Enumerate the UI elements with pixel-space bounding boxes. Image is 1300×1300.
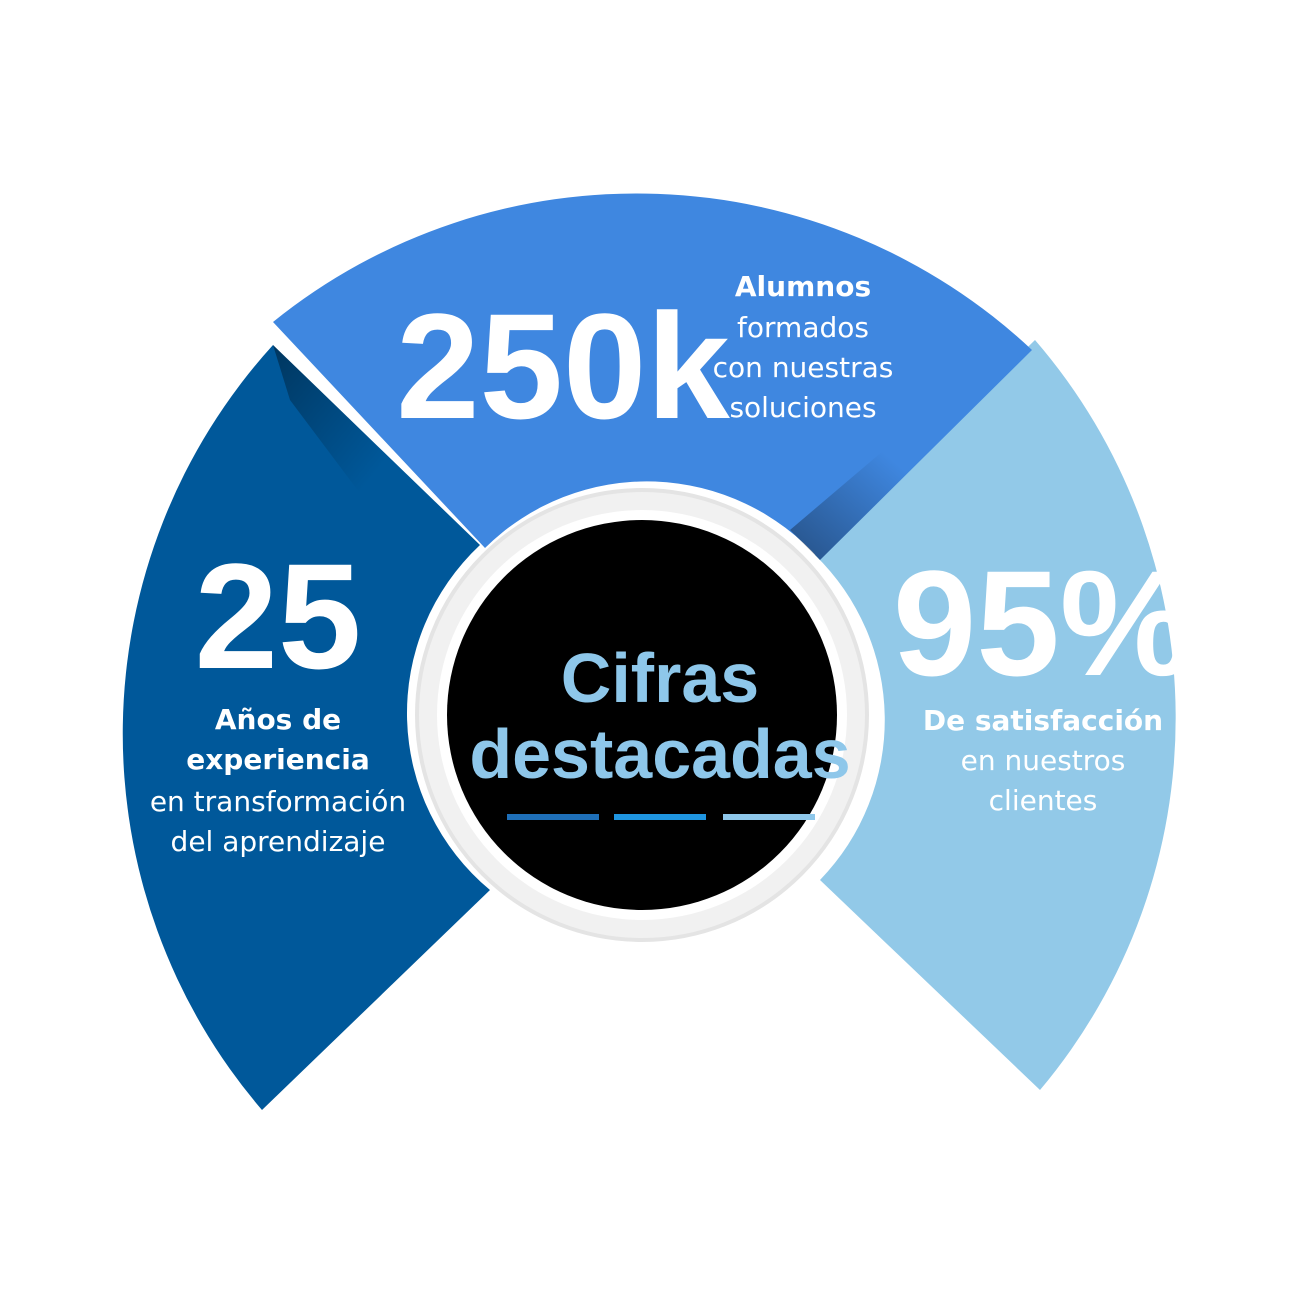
segment-right — [815, 340, 1176, 1090]
stat-right-label-3: clientes — [989, 784, 1098, 817]
center-title-line2: destacadas — [469, 715, 850, 793]
stat-top-label-4: soluciones — [729, 391, 876, 424]
stat-top-label-1: Alumnos — [735, 270, 871, 303]
stat-right-label-2: en nuestros — [961, 744, 1126, 777]
stat-top-value: 250k — [396, 282, 730, 450]
stat-left-label-3: en transformación — [150, 785, 406, 818]
stat-right-label-1: De satisfacción — [923, 704, 1163, 737]
center-title-line1: Cifras — [561, 639, 759, 717]
stat-left-label-1: Años de — [215, 703, 341, 736]
segment-top — [273, 193, 1032, 561]
center-circle — [447, 520, 837, 910]
stat-left-label-2: experiencia — [186, 743, 370, 776]
stat-top-label-3: con nuestras — [713, 351, 894, 384]
center-bar-3 — [723, 814, 815, 820]
center-bar-2 — [614, 814, 706, 820]
stat-left-label-4: del aprendizaje — [171, 825, 386, 858]
segment-left-shade — [273, 345, 480, 600]
center-bar-1 — [507, 814, 599, 820]
segment-top-shade — [790, 350, 1032, 560]
stat-right-value: 95% — [893, 539, 1193, 707]
stat-top-label-2: formados — [737, 311, 869, 344]
stat-left-value: 25 — [195, 532, 362, 700]
